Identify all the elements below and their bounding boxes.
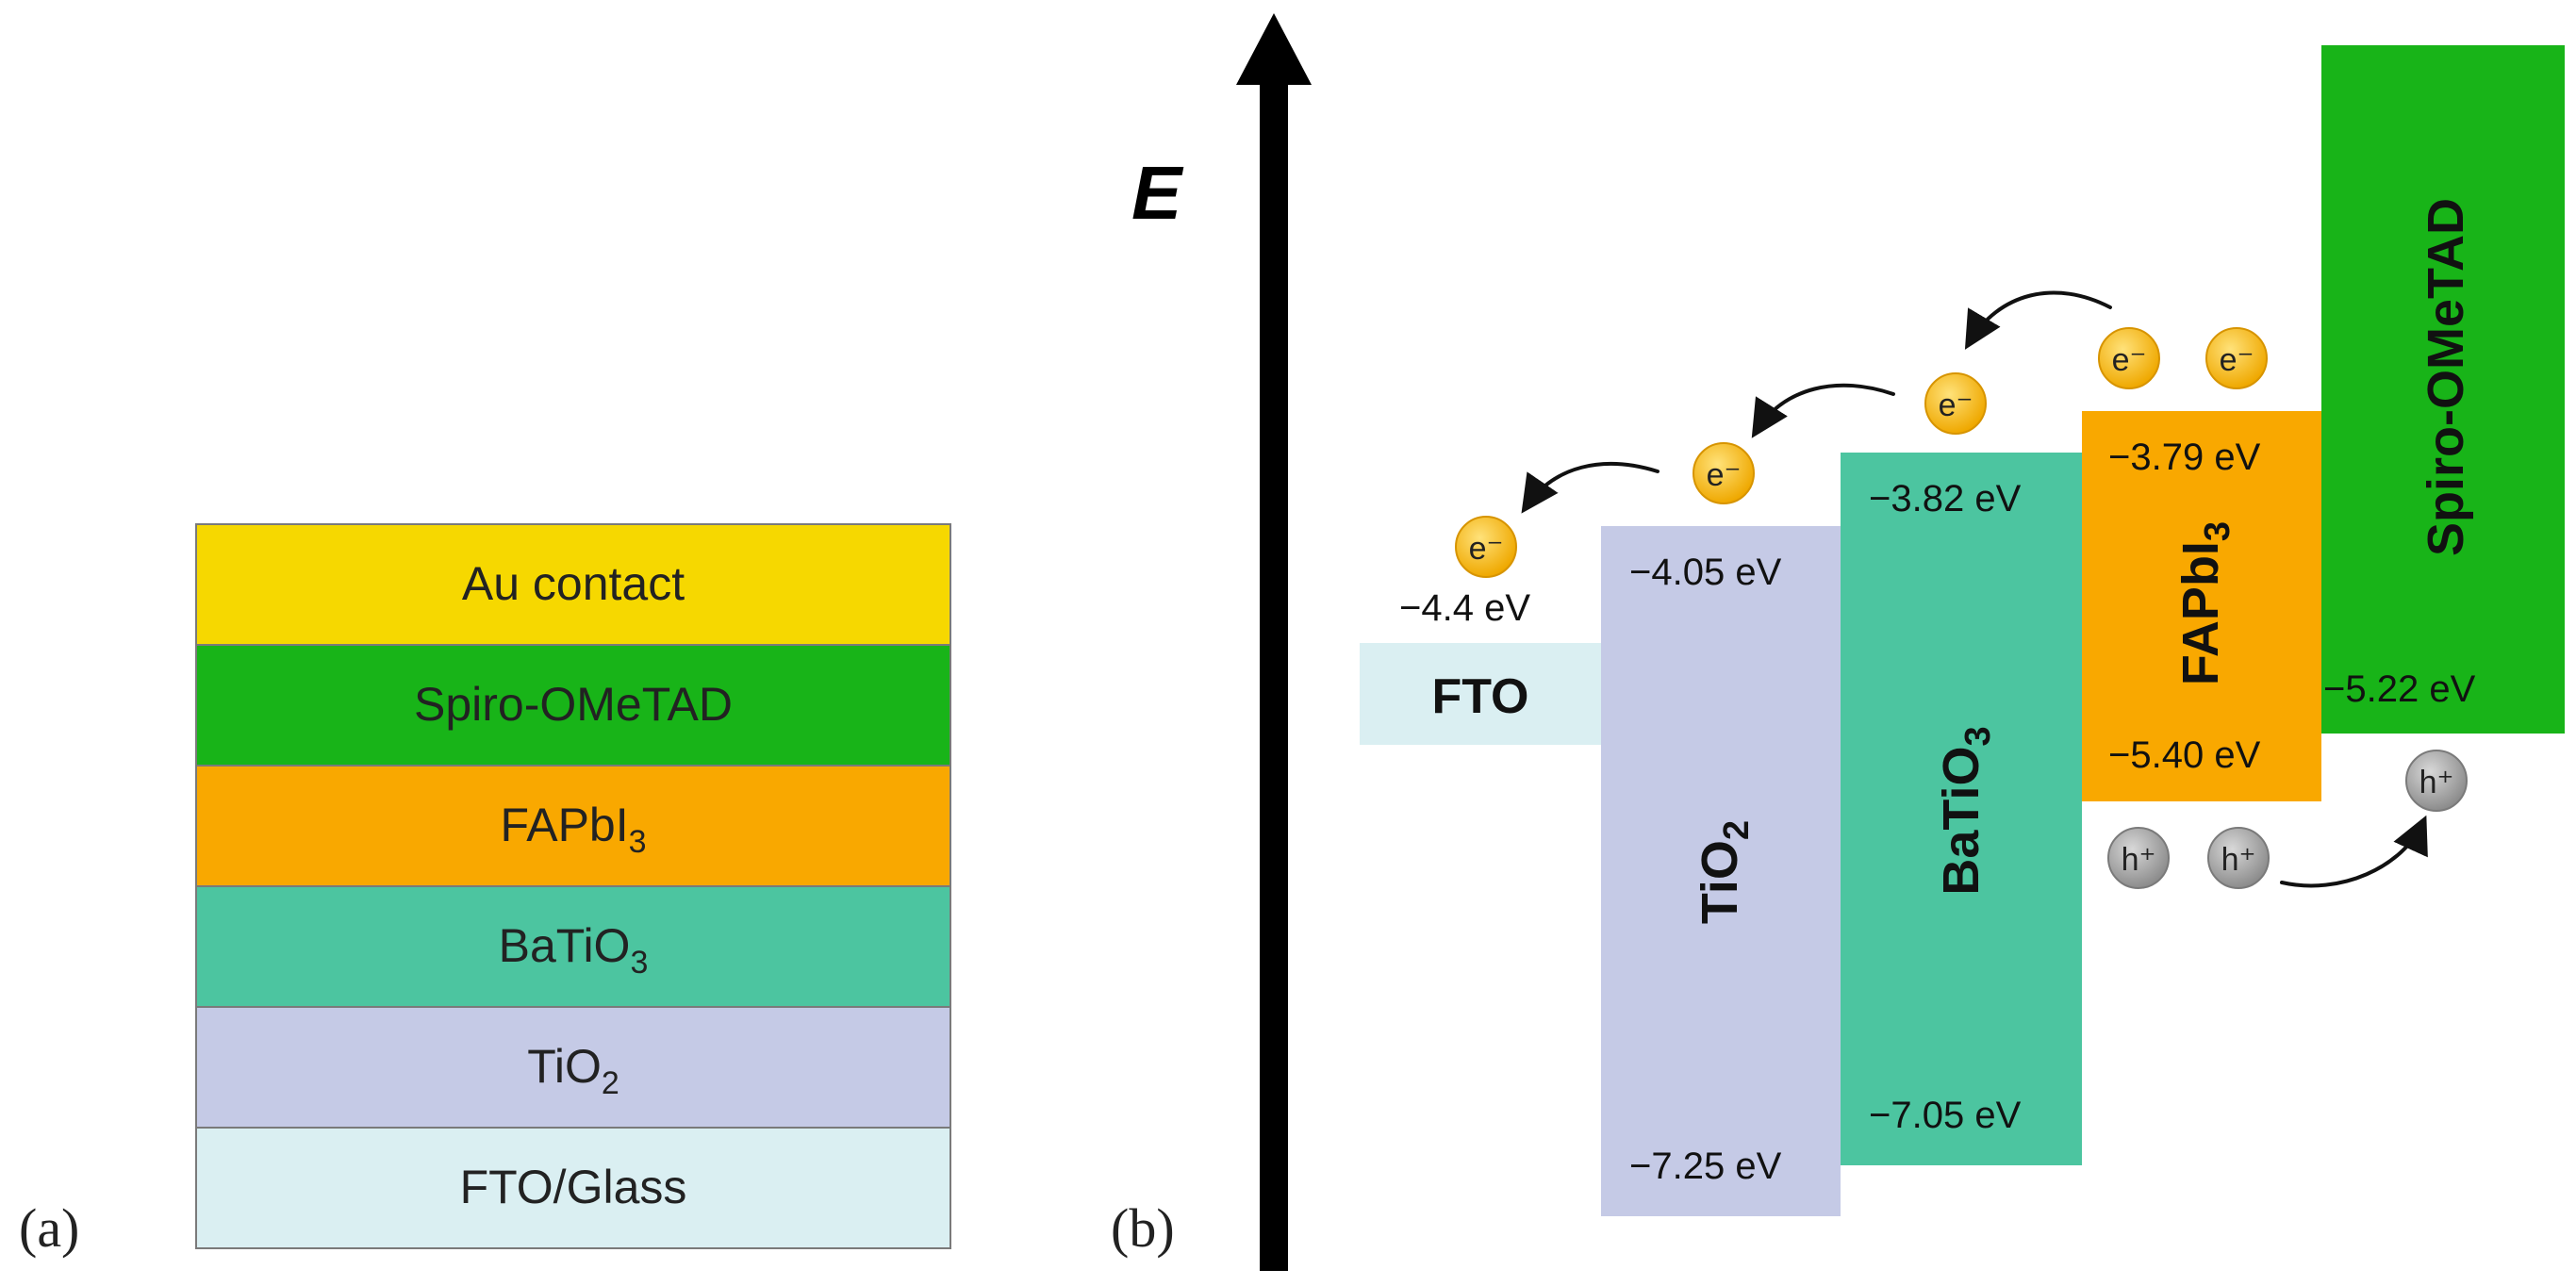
- layer-fto-glass: [195, 1127, 951, 1249]
- fapbi3-top-label: −3.79 eV: [2108, 437, 2261, 478]
- panel-a: Au contact Spiro-OMeTAD FAPbI3 BaTiO3 Ti…: [19, 523, 951, 1259]
- hole: h⁺: [2107, 827, 2170, 889]
- layer-batio3-label: BaTiO3: [499, 919, 649, 981]
- electron: e⁻: [1455, 516, 1517, 578]
- band-batio3-label: BaTiO3: [1933, 726, 1998, 895]
- electron-arrow-1: [1964, 290, 2112, 350]
- hole: h⁺: [2207, 827, 2270, 889]
- svg-text:h⁺: h⁺: [2419, 765, 2454, 800]
- electron-arrow-3: [1521, 461, 1660, 514]
- batio3-top-label: −3.82 eV: [1869, 478, 2022, 519]
- layer-tio2: [195, 1006, 951, 1129]
- band-spiro-ometad: [2321, 45, 2565, 734]
- batio3-bottom-label: −7.05 eV: [1869, 1095, 2022, 1136]
- band-fapbi3: [2082, 411, 2321, 801]
- svg-text:e⁻: e⁻: [1469, 531, 1504, 567]
- panel-b-label: (b): [1111, 1197, 1175, 1259]
- electron: e⁻: [1924, 372, 1987, 435]
- layer-au-contact: [195, 523, 951, 646]
- spiro-bottom-label: −5.22 eV: [2323, 668, 2476, 710]
- hole-arrow: [2280, 815, 2428, 888]
- fto-level-label: −4.4 eV: [1399, 587, 1530, 629]
- band-tio2: [1601, 526, 1841, 1216]
- energy-axis: E: [1131, 13, 1312, 1271]
- holes: h⁺ h⁺ h⁺: [2107, 750, 2468, 889]
- electron: e⁻: [1693, 442, 1755, 504]
- svg-text:e⁻: e⁻: [2220, 342, 2254, 378]
- fapbi3-bottom-label: −5.40 eV: [2108, 734, 2261, 776]
- layer-fto-glass-label: FTO/Glass: [460, 1161, 687, 1213]
- layer-spiro-ometad-label: Spiro-OMeTAD: [414, 678, 733, 731]
- electron: e⁻: [2098, 327, 2160, 389]
- layer-batio3: [195, 885, 951, 1008]
- panel-b: (b) E FTO TiO2 BaTiO3 FAPbI3 Spiro-OMeTA…: [1111, 13, 2565, 1271]
- tio2-bottom-label: −7.25 eV: [1629, 1146, 1782, 1187]
- layer-stack: [195, 523, 951, 1249]
- layer-fapbi3: [195, 765, 951, 887]
- panel-a-label: (a): [19, 1197, 79, 1259]
- tio2-top-label: −4.05 eV: [1629, 552, 1782, 593]
- layer-au-contact-label: Au contact: [462, 557, 685, 610]
- layer-fapbi3-label: FAPbI3: [500, 799, 646, 860]
- layer-spiro-ometad: [195, 644, 951, 767]
- svg-text:e⁻: e⁻: [1939, 387, 1973, 423]
- band-tio2-label: TiO2: [1692, 820, 1757, 924]
- band-batio3: [1841, 453, 2082, 1165]
- svg-text:e⁻: e⁻: [1707, 457, 1742, 493]
- electron: e⁻: [2205, 327, 2268, 389]
- band-fto-label: FTO: [1431, 669, 1528, 724]
- layer-tio2-label: TiO2: [527, 1040, 619, 1101]
- energy-axis-label: E: [1131, 151, 1184, 235]
- electron-arrow-2: [1751, 383, 1895, 438]
- electrons: e⁻ e⁻ e⁻ e⁻ e⁻: [1455, 327, 2268, 578]
- hole: h⁺: [2405, 750, 2468, 812]
- band-spiro-ometad-label: Spiro-OMeTAD: [2418, 198, 2474, 556]
- band-fto: [1360, 643, 1601, 745]
- svg-text:h⁺: h⁺: [2221, 842, 2256, 878]
- svg-text:e⁻: e⁻: [2112, 342, 2147, 378]
- svg-text:h⁺: h⁺: [2122, 842, 2156, 878]
- energy-axis-arrowhead: [1236, 13, 1312, 85]
- band-fapbi3-label: FAPbI3: [2172, 521, 2237, 685]
